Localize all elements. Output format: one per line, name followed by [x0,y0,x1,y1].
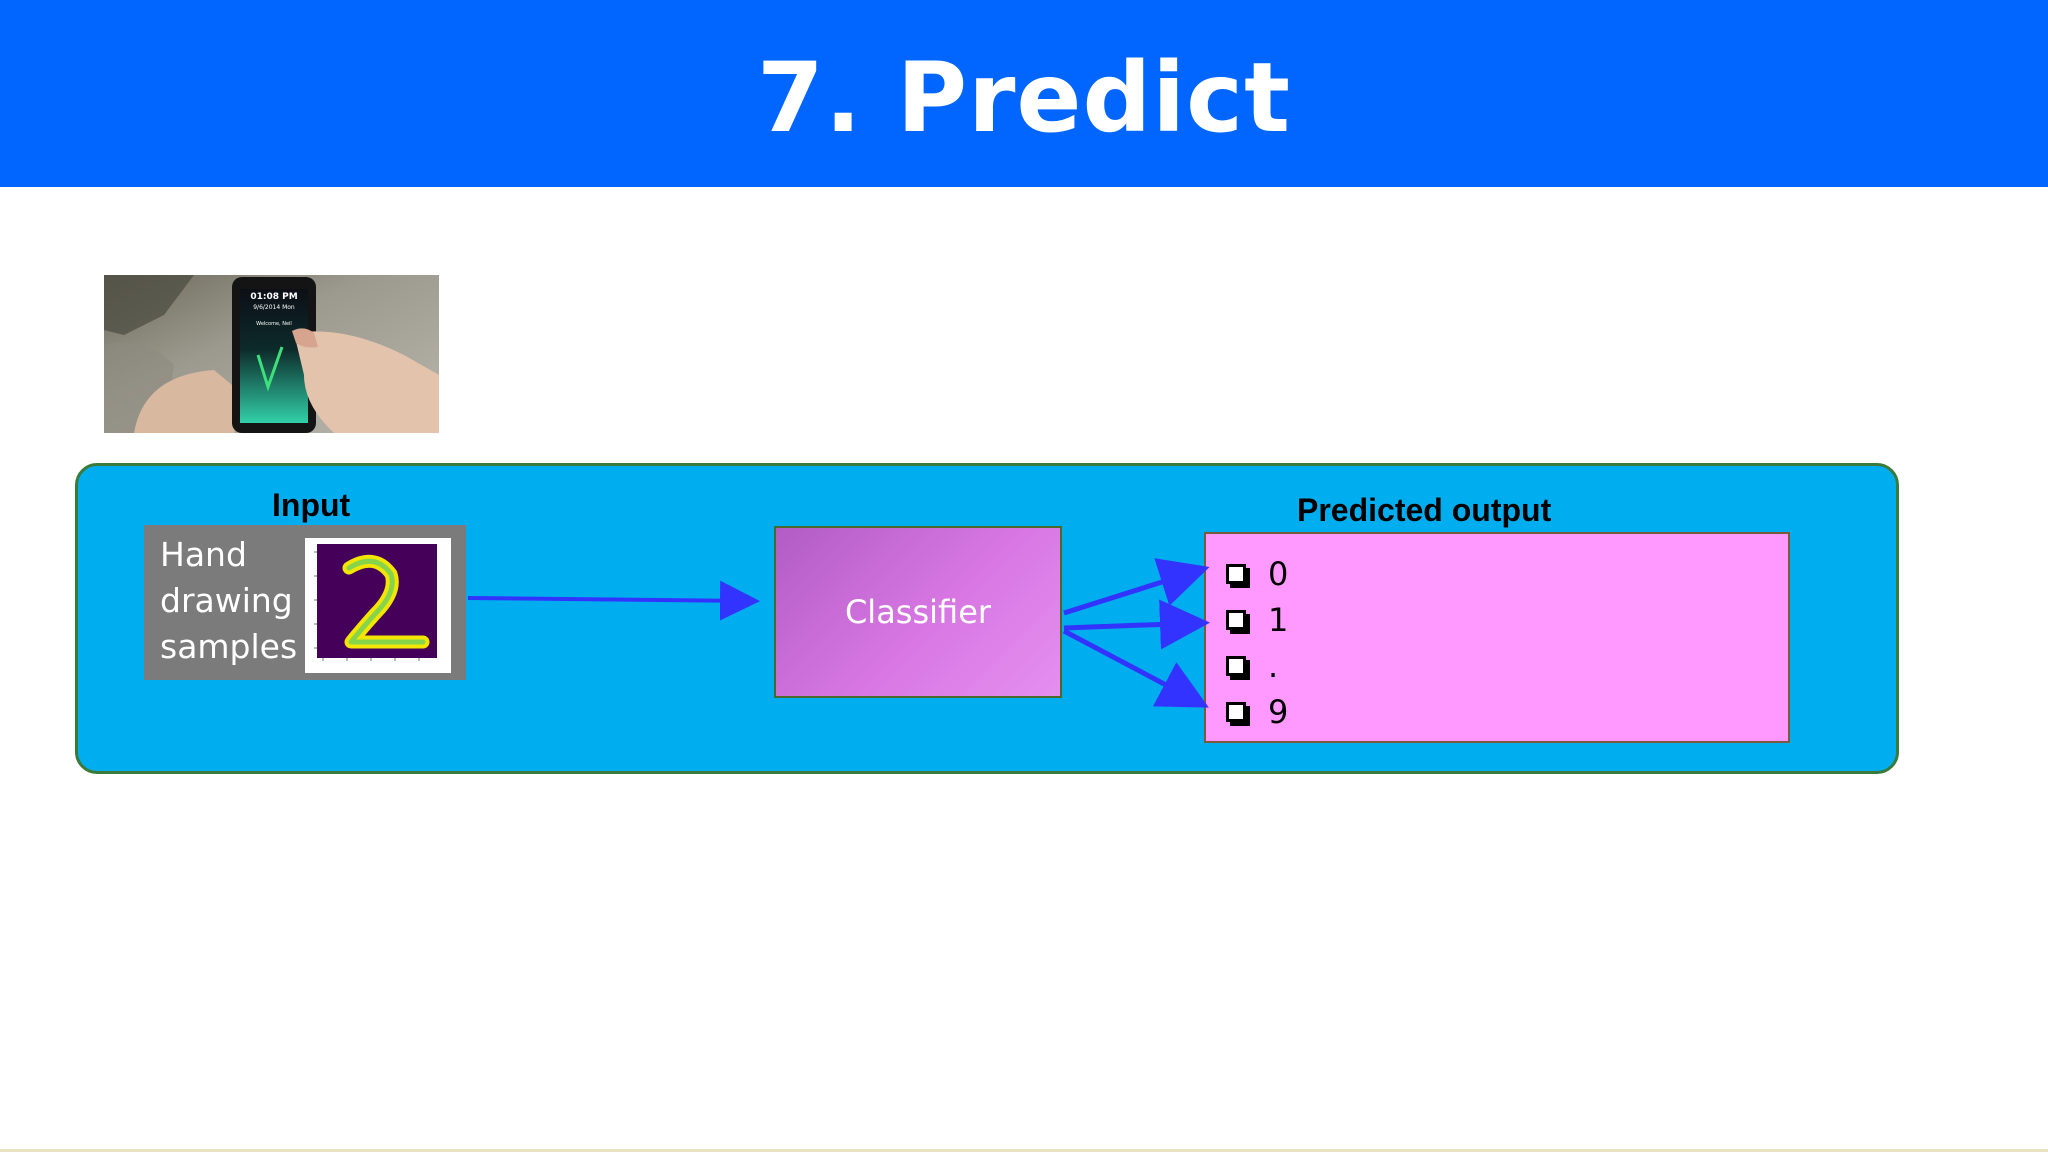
phone-date: 9/6/2014 Mon [253,304,295,311]
footer-divider [0,1149,2048,1152]
classifier-label: Classifier [844,593,992,631]
input-line-2: drawing [160,581,293,620]
output-option-label: 9 [1268,693,1289,731]
input-line-1: Hand [160,535,247,574]
slide-title: 7. Predict [757,42,1291,154]
output-option-label: 1 [1268,601,1289,639]
phone-time: 01:08 PM [250,292,297,302]
checkbox-icon [1226,610,1246,630]
title-bar [0,0,2048,187]
phone-welcome: Welcome, Neil [256,321,292,327]
output-option-label: . [1268,647,1279,685]
classifier-box: Classifier [774,526,1062,698]
checkbox-icon [1226,656,1246,676]
input-description: Hand drawing samples [160,532,310,670]
digit-sample-image [305,538,451,673]
output-option: 1 [1226,598,1288,642]
output-option: 0 [1226,552,1288,596]
input-line-3: samples [160,627,298,666]
output-heading: Predicted output [1297,492,1552,528]
predicted-output-box: 0 1 . 9 [1204,532,1790,743]
checkbox-icon [1226,564,1246,584]
output-option: 9 [1226,690,1288,734]
checkbox-icon [1226,702,1246,722]
input-heading: Input [272,487,351,523]
phone-drawing-photo: 01:08 PM 9/6/2014 Mon Welcome, Neil [104,275,439,433]
output-option: . [1226,644,1278,688]
output-option-label: 0 [1268,555,1289,593]
